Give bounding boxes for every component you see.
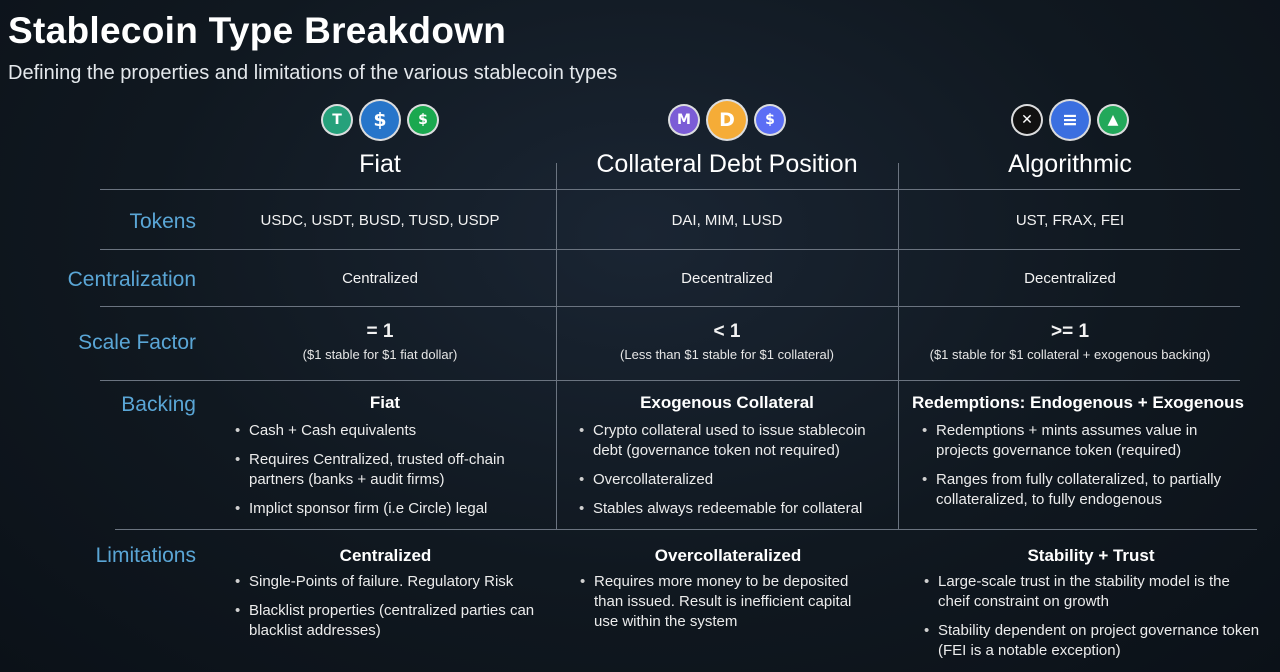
- column-divider-1: [556, 163, 557, 529]
- divider-tokens: [100, 249, 1240, 250]
- backing-algo-heading: Redemptions: Endogenous + Exogenous: [912, 393, 1244, 412]
- algo-icons: ✕ ≡ ▲: [900, 100, 1240, 140]
- list-item: Overcollateralized: [577, 470, 887, 490]
- centralization-algo: Decentralized: [1024, 270, 1116, 287]
- backing-fiat-list: Cash + Cash equivalentsRequires Centrali…: [233, 421, 538, 519]
- list-item: Redemptions + mints assumes value in pro…: [920, 421, 1250, 461]
- column-header-algorithmic: Algorithmic: [1008, 150, 1132, 178]
- limitations-algo-heading: Stability + Trust: [1027, 546, 1155, 565]
- fei-icon: ▲: [1099, 106, 1127, 134]
- scale-fiat: = 1 ($1 stable for $1 fiat dollar): [210, 321, 550, 362]
- list-item: Large-scale trust in the stability model…: [922, 572, 1260, 612]
- mim-icon: M: [670, 106, 698, 134]
- tokens-cdp: DAI, MIM, LUSD: [671, 212, 783, 229]
- row-label-limitations: Limitations: [95, 544, 196, 567]
- list-item: Requires more money to be deposited than…: [578, 572, 878, 632]
- column-header-cdp: Collateral Debt Position: [596, 150, 858, 178]
- row-label-tokens: Tokens: [129, 210, 196, 233]
- lusd-icon: $: [756, 106, 784, 134]
- limitations-algo: Stability + Trust Large-scale trust in t…: [922, 546, 1260, 670]
- list-item: Requires Centralized, trusted off-chain …: [233, 450, 538, 490]
- centralization-fiat: Centralized: [342, 270, 418, 287]
- limitations-cdp: Overcollateralized Requires more money t…: [578, 546, 878, 641]
- list-item: Blacklist properties (centralized partie…: [233, 601, 538, 641]
- tether-icon: T: [323, 106, 351, 134]
- column-header-fiat: Fiat: [359, 150, 401, 178]
- scale-fiat-value: = 1: [366, 321, 394, 342]
- limitations-cdp-heading: Overcollateralized: [654, 546, 802, 565]
- frax-icon: ✕: [1013, 106, 1041, 134]
- tokens-algo: UST, FRAX, FEI: [1015, 212, 1125, 229]
- backing-cdp-list: Crypto collateral used to issue stableco…: [577, 421, 887, 519]
- divider-centralization: [100, 306, 1240, 307]
- scale-algo: >= 1 ($1 stable for $1 collateral + exog…: [900, 321, 1240, 362]
- ust-icon: ≡: [1051, 101, 1089, 139]
- list-item: Stables always redeemable for collateral: [577, 499, 887, 519]
- dai-icon: D: [708, 101, 746, 139]
- limitations-fiat-list: Single-Points of failure. Regulatory Ris…: [233, 572, 538, 641]
- limitations-fiat-heading: Centralized: [339, 546, 432, 565]
- list-item: Cash + Cash equivalents: [233, 421, 538, 441]
- list-item: Crypto collateral used to issue stableco…: [577, 421, 887, 461]
- row-label-centralization: Centralization: [67, 268, 196, 291]
- usdc-icon: $: [361, 101, 399, 139]
- backing-algo: Redemptions: Endogenous + Exogenous Rede…: [912, 393, 1250, 519]
- page-subtitle: Defining the properties and limitations …: [8, 62, 618, 84]
- row-label-scale-factor: Scale Factor: [78, 331, 196, 354]
- list-item: Single-Points of failure. Regulatory Ris…: [233, 572, 538, 592]
- list-item: Ranges from fully collateralized, to par…: [920, 470, 1250, 510]
- scale-fiat-note: ($1 stable for $1 fiat dollar): [302, 347, 458, 362]
- backing-fiat-heading: Fiat: [369, 393, 401, 412]
- divider-header: [100, 189, 1240, 190]
- column-divider-2: [898, 163, 899, 529]
- list-item: Stability dependent on project governanc…: [922, 621, 1260, 661]
- list-item: Implict sponsor firm (i.e Circle) legal: [233, 499, 538, 519]
- limitations-cdp-list: Requires more money to be deposited than…: [578, 572, 878, 632]
- centralization-cdp: Decentralized: [681, 270, 773, 287]
- scale-algo-value: >= 1: [1050, 321, 1090, 342]
- tokens-fiat: USDC, USDT, BUSD, TUSD, USDP: [260, 212, 500, 229]
- scale-cdp-value: < 1: [713, 321, 741, 342]
- busd-icon: $: [409, 106, 437, 134]
- row-label-backing: Backing: [121, 393, 196, 416]
- divider-backing: [115, 529, 1257, 530]
- limitations-fiat: Centralized Single-Points of failure. Re…: [233, 546, 538, 650]
- scale-cdp: < 1 (Less than $1 stable for $1 collater…: [557, 321, 897, 362]
- scale-algo-note: ($1 stable for $1 collateral + exogenous…: [929, 347, 1211, 362]
- limitations-algo-list: Large-scale trust in the stability model…: [922, 572, 1260, 661]
- backing-cdp-heading: Exogenous Collateral: [640, 393, 814, 412]
- page-title: Stablecoin Type Breakdown: [8, 10, 507, 51]
- fiat-icons: T $ $: [210, 100, 550, 140]
- divider-scale: [100, 380, 1240, 381]
- scale-cdp-note: (Less than $1 stable for $1 collateral): [620, 347, 834, 362]
- backing-fiat: Fiat Cash + Cash equivalentsRequires Cen…: [233, 393, 538, 528]
- backing-cdp: Exogenous Collateral Crypto collateral u…: [577, 393, 887, 528]
- backing-algo-list: Redemptions + mints assumes value in pro…: [920, 421, 1250, 510]
